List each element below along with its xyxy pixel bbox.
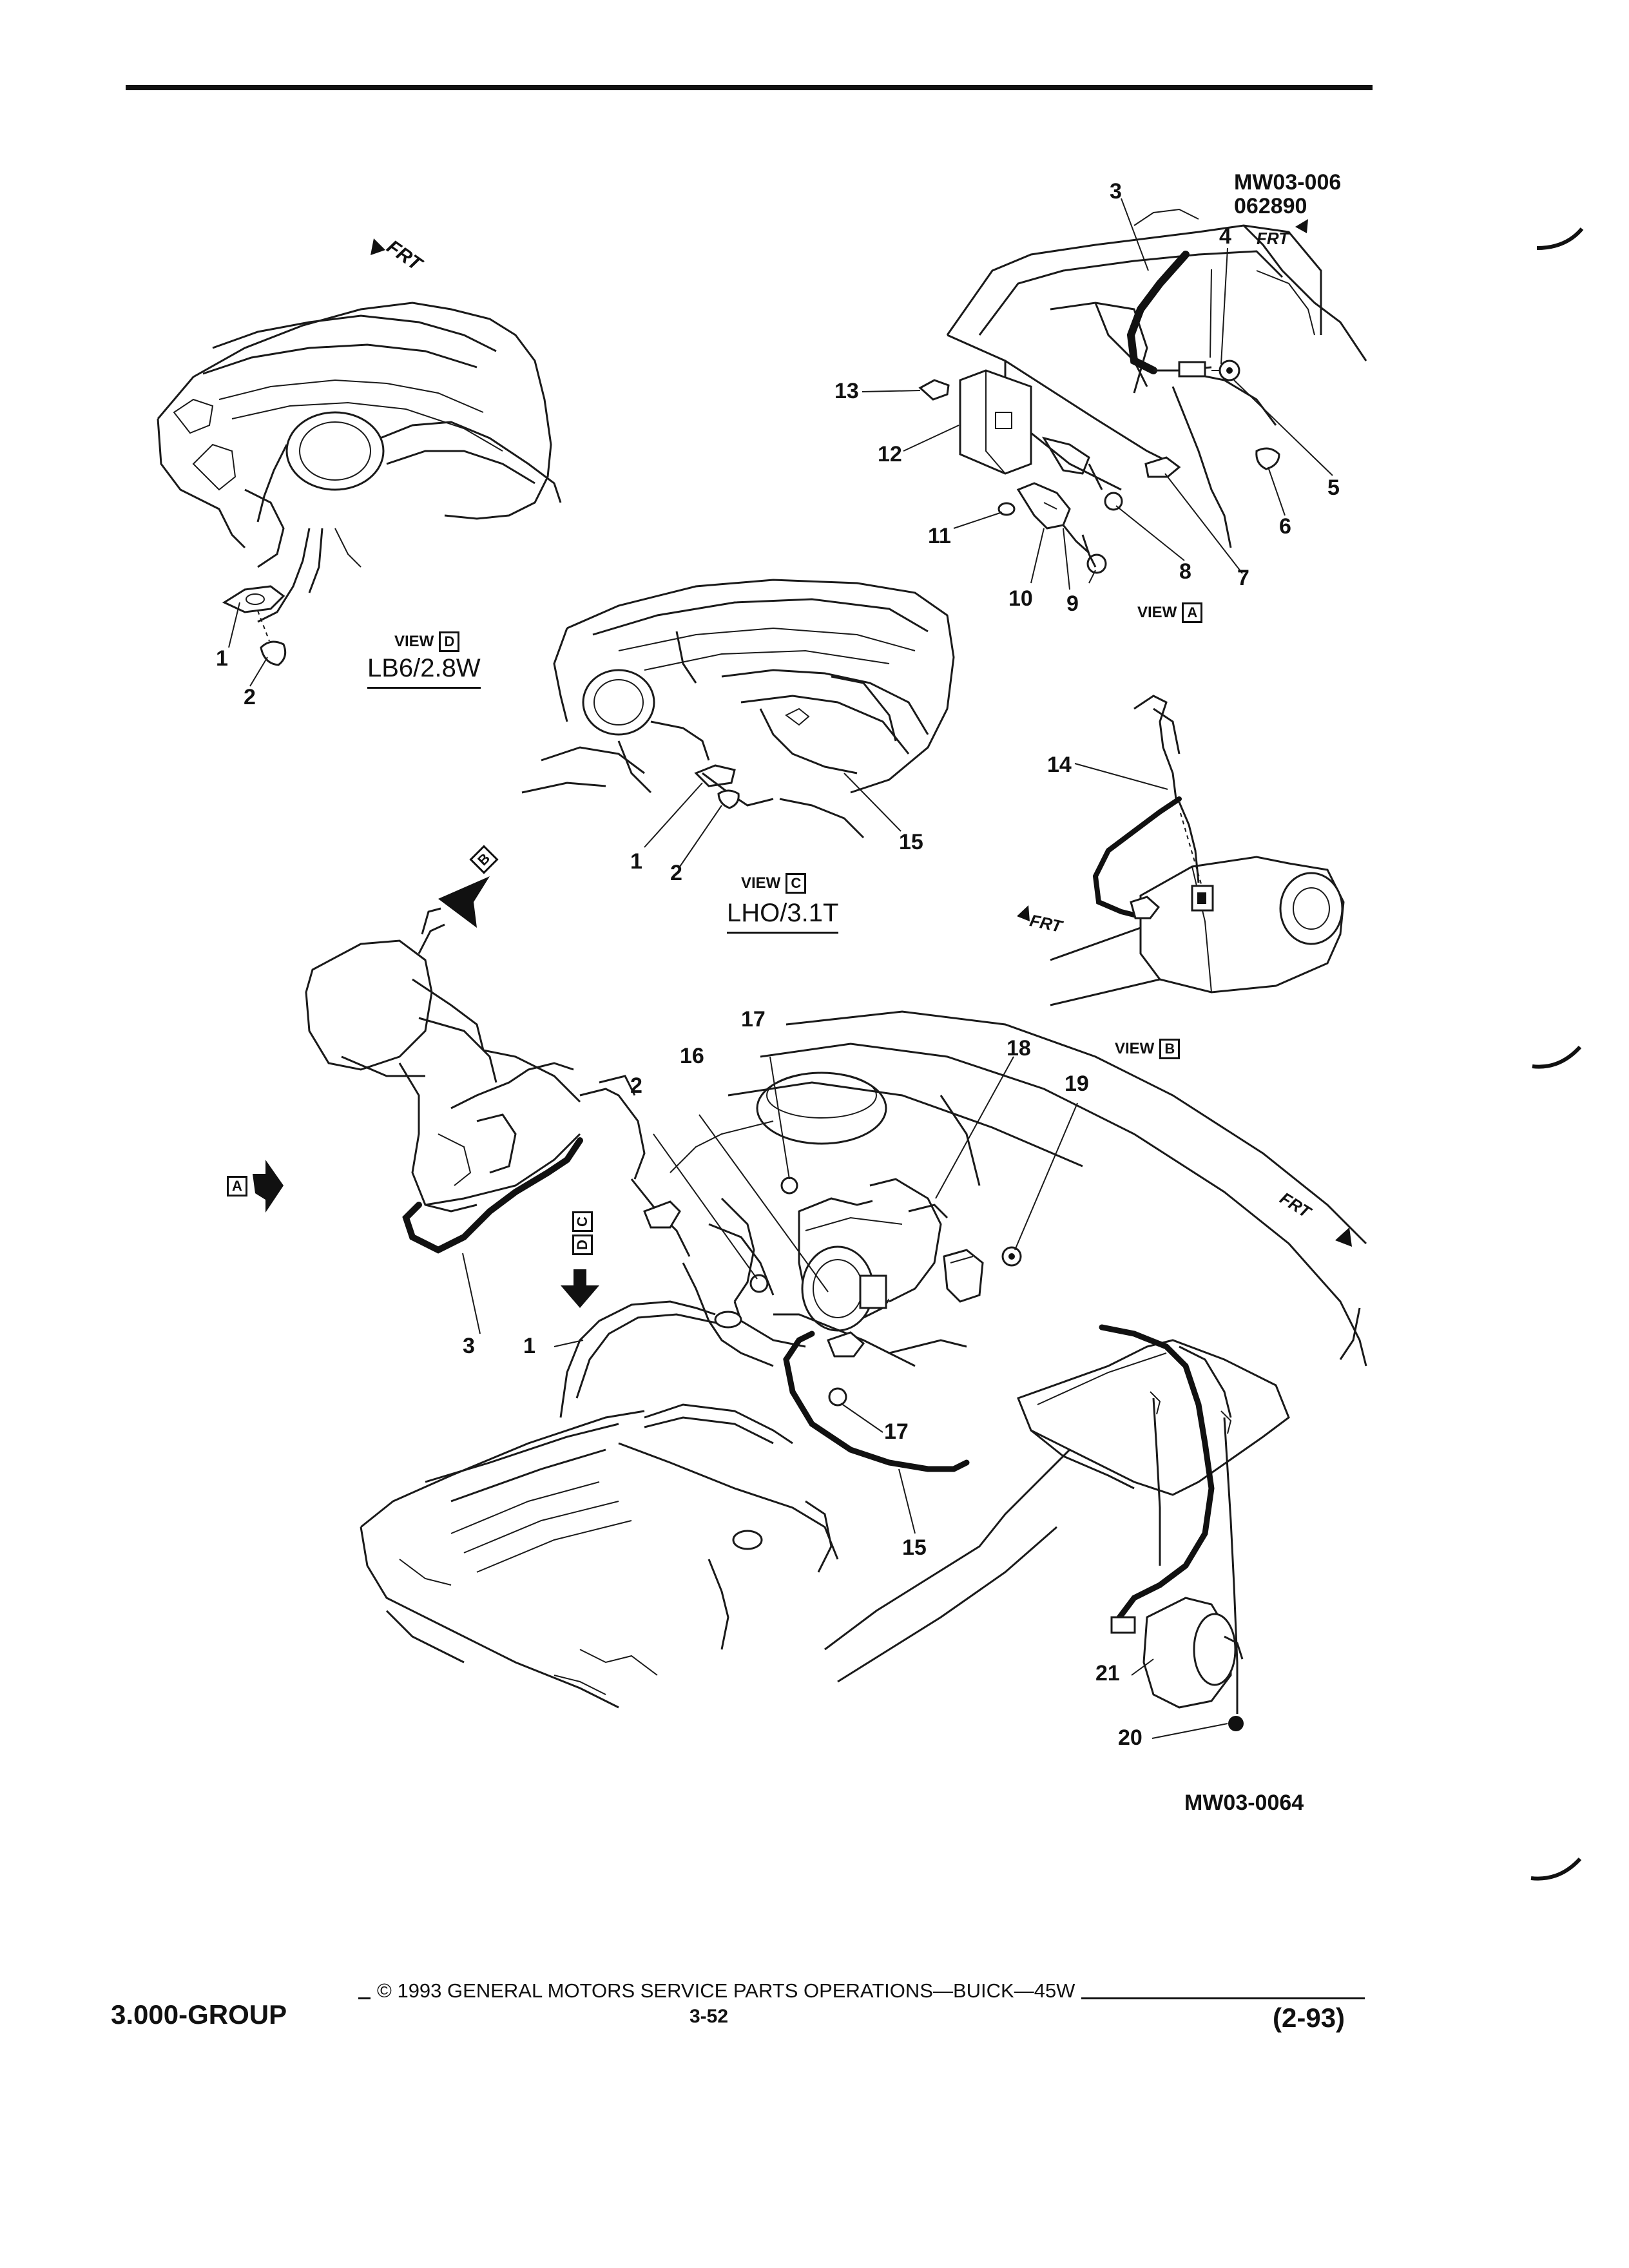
callout-3: 3 <box>1110 179 1122 204</box>
view-b-caption: VIEW B <box>1115 1039 1181 1059</box>
view-letter-box: A <box>1182 602 1203 623</box>
footer-copyright: © 1993 GENERAL MOTORS SERVICE PARTS OPER… <box>371 1979 1082 2003</box>
callout-13: 13 <box>834 379 859 403</box>
callout-5: 5 <box>1327 476 1340 500</box>
view-letter-box: D <box>439 631 460 652</box>
main-assembly-drawing <box>253 876 1366 1738</box>
callout-1: 1 <box>216 646 228 671</box>
callout-12: 12 <box>878 442 902 466</box>
callout-14: 14 <box>1047 753 1072 777</box>
view-a-arrow-head <box>253 1160 284 1213</box>
binding-mark <box>1532 1047 1580 1067</box>
frt-indicator-view-a: FRT <box>1257 229 1289 248</box>
callout-17: 17 <box>884 1419 909 1444</box>
callout-2: 2 <box>670 861 682 885</box>
view-word: VIEW <box>394 633 434 650</box>
callout-2: 2 <box>630 1073 642 1098</box>
callout-10: 10 <box>1008 586 1033 611</box>
callout-19: 19 <box>1065 1072 1089 1096</box>
view-d-engine-drawing <box>158 238 561 686</box>
callout-11: 11 <box>928 524 951 548</box>
engine-label-view-c: LHO/3.1T <box>727 899 839 934</box>
footer-group: 3.000-GROUP <box>111 1999 287 2030</box>
arrow-letter-box: A <box>227 1176 247 1196</box>
view-a-caption: VIEW A <box>1137 602 1203 623</box>
callout-15: 15 <box>899 830 923 854</box>
binding-mark <box>1537 229 1582 248</box>
view-word: VIEW <box>1137 604 1177 621</box>
bottom-figure-code: MW03-0064 <box>1184 1791 1304 1815</box>
callout-20: 20 <box>1118 1725 1142 1750</box>
figure-code-id: MW03-006 <box>1234 170 1342 195</box>
view-c-caption: VIEW C <box>741 873 807 894</box>
callout-3: 3 <box>463 1334 475 1358</box>
callout-2: 2 <box>244 685 256 709</box>
view-word: VIEW <box>741 874 781 892</box>
view-letter-box: C <box>786 873 807 894</box>
callout-8: 8 <box>1179 559 1191 584</box>
callout-6: 6 <box>1279 514 1291 539</box>
callout-15: 15 <box>902 1535 927 1560</box>
view-word: VIEW <box>1115 1040 1155 1057</box>
view-cd-arrow-head <box>561 1269 599 1308</box>
figure-code: MW03-006 062890 <box>1234 171 1341 218</box>
binding-mark <box>1531 1859 1580 1879</box>
callout-9: 9 <box>1066 591 1079 616</box>
view-b-arrow-head <box>438 876 490 928</box>
callout-7: 7 <box>1237 566 1249 590</box>
callout-4: 4 <box>1219 224 1231 249</box>
figure-code-date: 062890 <box>1234 193 1307 218</box>
engine-label-view-d: LB6/2.8W <box>367 654 481 689</box>
callout-17: 17 <box>741 1007 766 1032</box>
callout-1: 1 <box>523 1334 535 1358</box>
view-c-engine-drawing <box>522 580 954 867</box>
view-a-drawing <box>862 198 1366 590</box>
callout-18: 18 <box>1007 1036 1031 1061</box>
arrow-label-view-cd: C D <box>572 1211 593 1255</box>
view-letter-box: B <box>1159 1039 1181 1059</box>
footer-date: (2-93) <box>1273 2003 1345 2033</box>
callout-1: 1 <box>630 849 642 874</box>
callout-21: 21 <box>1095 1661 1120 1686</box>
view-b-drawing <box>1017 696 1344 1005</box>
arrow-label-view-a: A <box>227 1176 247 1196</box>
view-d-caption: VIEW D <box>394 631 460 652</box>
arrow-letter-box: C <box>572 1211 593 1232</box>
callout-16: 16 <box>680 1044 704 1068</box>
footer-page-number: 3-52 <box>689 2006 729 2027</box>
arrow-letter-box: D <box>572 1235 593 1255</box>
